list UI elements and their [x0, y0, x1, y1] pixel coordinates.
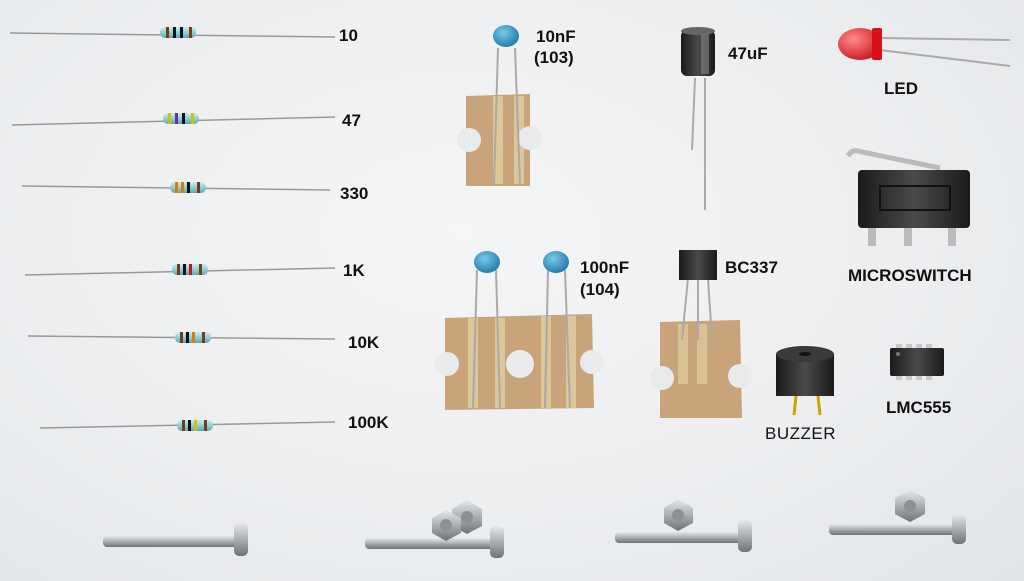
led-label: LED [884, 79, 918, 98]
resistor-label-100k: 100K [348, 413, 389, 432]
buzzer-label: BUZZER [765, 424, 836, 443]
capacitor-10nf-label-2: (103) [534, 48, 574, 67]
resistor-label-10: 10 [339, 26, 358, 45]
resistor-label-10k: 10K [348, 333, 380, 352]
resistor-10 [9, 27, 336, 38]
transistor-bc337 [650, 250, 752, 418]
resistor-100k [39, 420, 336, 431]
screw-4 [829, 490, 966, 544]
capacitor-10nf-label-1: 10nF [536, 27, 576, 46]
capacitor-100nf-label-1: 100nF [580, 258, 630, 277]
capacitor-100nf [435, 251, 604, 410]
transistor-label: BC337 [725, 258, 778, 277]
resistor-330 [21, 182, 331, 193]
resistor-10k [27, 332, 336, 343]
capacitor-47uf-label: 47uF [728, 44, 768, 63]
microswitch-label: MICROSWITCH [848, 266, 972, 285]
resistor-47 [11, 113, 336, 126]
led-component [838, 28, 1011, 67]
buzzer-component [776, 346, 834, 416]
ic-lmc555 [890, 344, 944, 380]
microswitch-component [845, 148, 970, 246]
capacitor-10nf [457, 25, 542, 186]
capacitor-100nf-label-2: (104) [580, 280, 620, 299]
resistor-label-47: 47 [342, 111, 361, 130]
screw-2 [365, 510, 504, 558]
resistor-label-330: 330 [340, 184, 369, 203]
screw-3 [615, 499, 752, 552]
resistor-label-1k: 1K [343, 261, 365, 280]
capacitor-47uf [681, 27, 715, 210]
resistor-1k [24, 264, 336, 276]
ic-label: LMC555 [886, 398, 952, 417]
